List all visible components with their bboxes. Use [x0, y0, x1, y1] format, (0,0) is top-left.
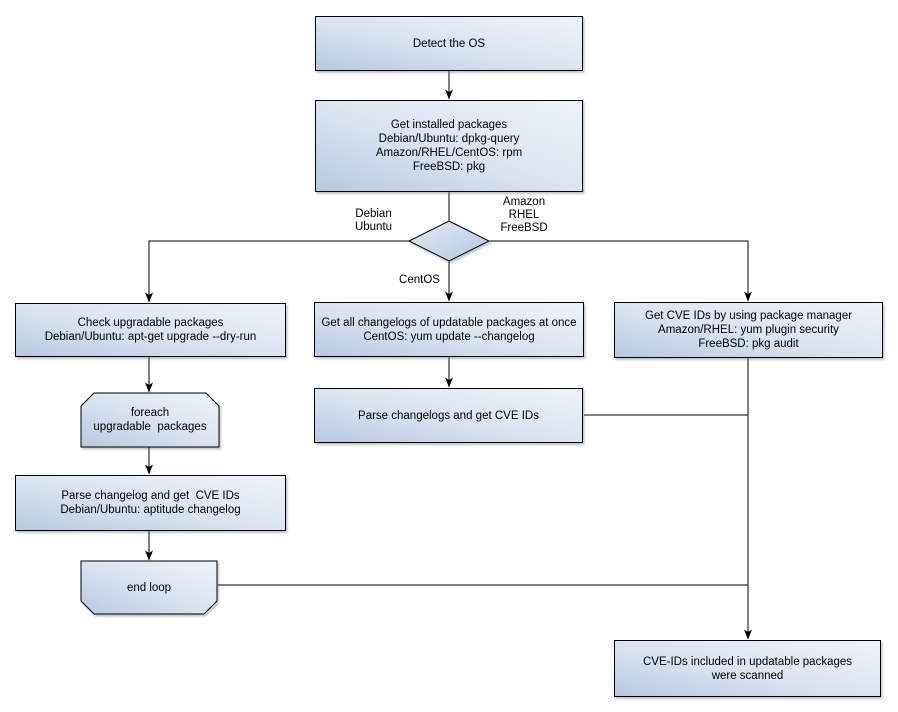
- edge-label-amazon-rhel-freebsd: Amazon RHEL FreeBSD: [497, 196, 551, 235]
- node-foreach-loop-start: foreach upgradable packages: [81, 393, 219, 447]
- edge-label-text: CentOS: [399, 274, 440, 286]
- node-text: Amazon/RHEL/CentOS: rpm: [375, 147, 523, 159]
- edge-label-text: Debian: [355, 208, 392, 220]
- edge-label-debian-ubuntu: Debian Ubuntu: [348, 208, 399, 234]
- node-parse-changelogs-once: Parse changelogs and get CVE IDs: [314, 388, 583, 443]
- edge-label-centos: CentOS: [396, 274, 443, 287]
- node-detect-os: Detect the OS: [315, 16, 583, 71]
- node-text: Amazon/RHEL: yum plugin security: [658, 324, 839, 336]
- node-text: Parse changelog and get CVE IDs: [61, 490, 240, 502]
- node-text: were scanned: [711, 669, 784, 682]
- node-text: Debian/Ubuntu: aptitude changelog: [60, 504, 241, 516]
- node-text: Get CVE IDs by using package manager: [644, 310, 853, 322]
- edge-label-text: Ubuntu: [354, 221, 393, 233]
- node-text: FreeBSD: pkg: [412, 161, 486, 173]
- node-check-upgradable-packages: Check upgradable packages Debian/Ubuntu:…: [15, 303, 286, 357]
- node-cve-ids-scanned: CVE-IDs included in updatable packages w…: [614, 640, 881, 697]
- node-text: Detect the OS: [412, 37, 486, 50]
- node-parse-changelog-each: Parse changelog and get CVE IDs Debian/U…: [15, 475, 286, 531]
- node-text: Check upgradable packages: [77, 317, 224, 329]
- node-text: FreeBSD: pkg audit: [698, 338, 799, 350]
- node-get-cve-ids-package-manager: Get CVE IDs by using package manager Ama…: [614, 302, 883, 358]
- node-get-installed-packages: Get installed packages Debian/Ubuntu: dp…: [315, 100, 583, 192]
- node-text: Debian/Ubuntu: dpkg-query: [378, 133, 520, 145]
- edge-decision-to-check-upgradable: [145, 240, 409, 303]
- edge-decision-to-get-cve-ids: [488, 240, 752, 302]
- node-text: Get installed packages: [390, 119, 508, 131]
- node-text: Parse changelogs and get CVE IDs: [358, 409, 539, 422]
- node-text: Debian/Ubuntu: apt-get upgrade --dry-run: [44, 331, 257, 343]
- node-get-all-changelogs: Get all changelogs of updatable packages…: [314, 302, 584, 357]
- node-text: foreach: [130, 407, 170, 419]
- node-text: CentOS: yum update --changelog: [363, 330, 535, 343]
- edge-label-text: FreeBSD: [500, 222, 548, 234]
- node-text: CVE-IDs included in updatable packages: [642, 655, 853, 668]
- os-decision-diamond: [407, 220, 491, 262]
- node-text: end loop: [126, 581, 172, 594]
- node-text: Get all changelogs of updatable packages…: [321, 316, 577, 329]
- edge-label-text: Amazon: [502, 196, 546, 208]
- node-text: upgradable packages: [93, 421, 207, 433]
- node-end-loop: end loop: [81, 561, 217, 614]
- edge-label-text: RHEL: [508, 209, 540, 221]
